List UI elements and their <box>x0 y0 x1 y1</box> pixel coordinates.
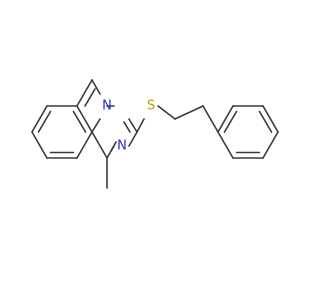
bond <box>91 79 101 95</box>
bond <box>262 105 279 133</box>
bond-double-inner <box>123 121 131 133</box>
bonds-group <box>31 79 279 189</box>
bond <box>157 105 176 120</box>
bond <box>262 131 279 159</box>
bond <box>174 105 204 120</box>
bond <box>128 131 138 147</box>
bond <box>136 118 145 133</box>
molecule-canvas: N N S <box>31 79 279 189</box>
bond <box>76 105 93 133</box>
bond-double-inner <box>110 141 117 152</box>
bond <box>91 118 101 133</box>
bond <box>76 79 93 107</box>
atom-labels-group: N N S <box>102 99 155 154</box>
atom-label-n1: N <box>102 99 112 114</box>
structure-drawing: N N S <box>31 79 279 189</box>
bond-double-inner <box>258 110 273 133</box>
bond <box>202 105 219 133</box>
bond-double-inner <box>72 110 87 133</box>
bond-double-inner <box>84 88 96 107</box>
bond <box>217 131 234 159</box>
bond <box>128 118 138 133</box>
bond-double-inner <box>223 110 238 133</box>
atom-label-n3: N <box>117 139 127 154</box>
bond <box>217 105 234 133</box>
atom-label-s: S <box>147 99 155 114</box>
bond <box>31 105 48 133</box>
bond-double-inner <box>37 110 52 133</box>
bond <box>91 131 108 159</box>
bond <box>76 131 93 159</box>
bond <box>31 131 48 159</box>
